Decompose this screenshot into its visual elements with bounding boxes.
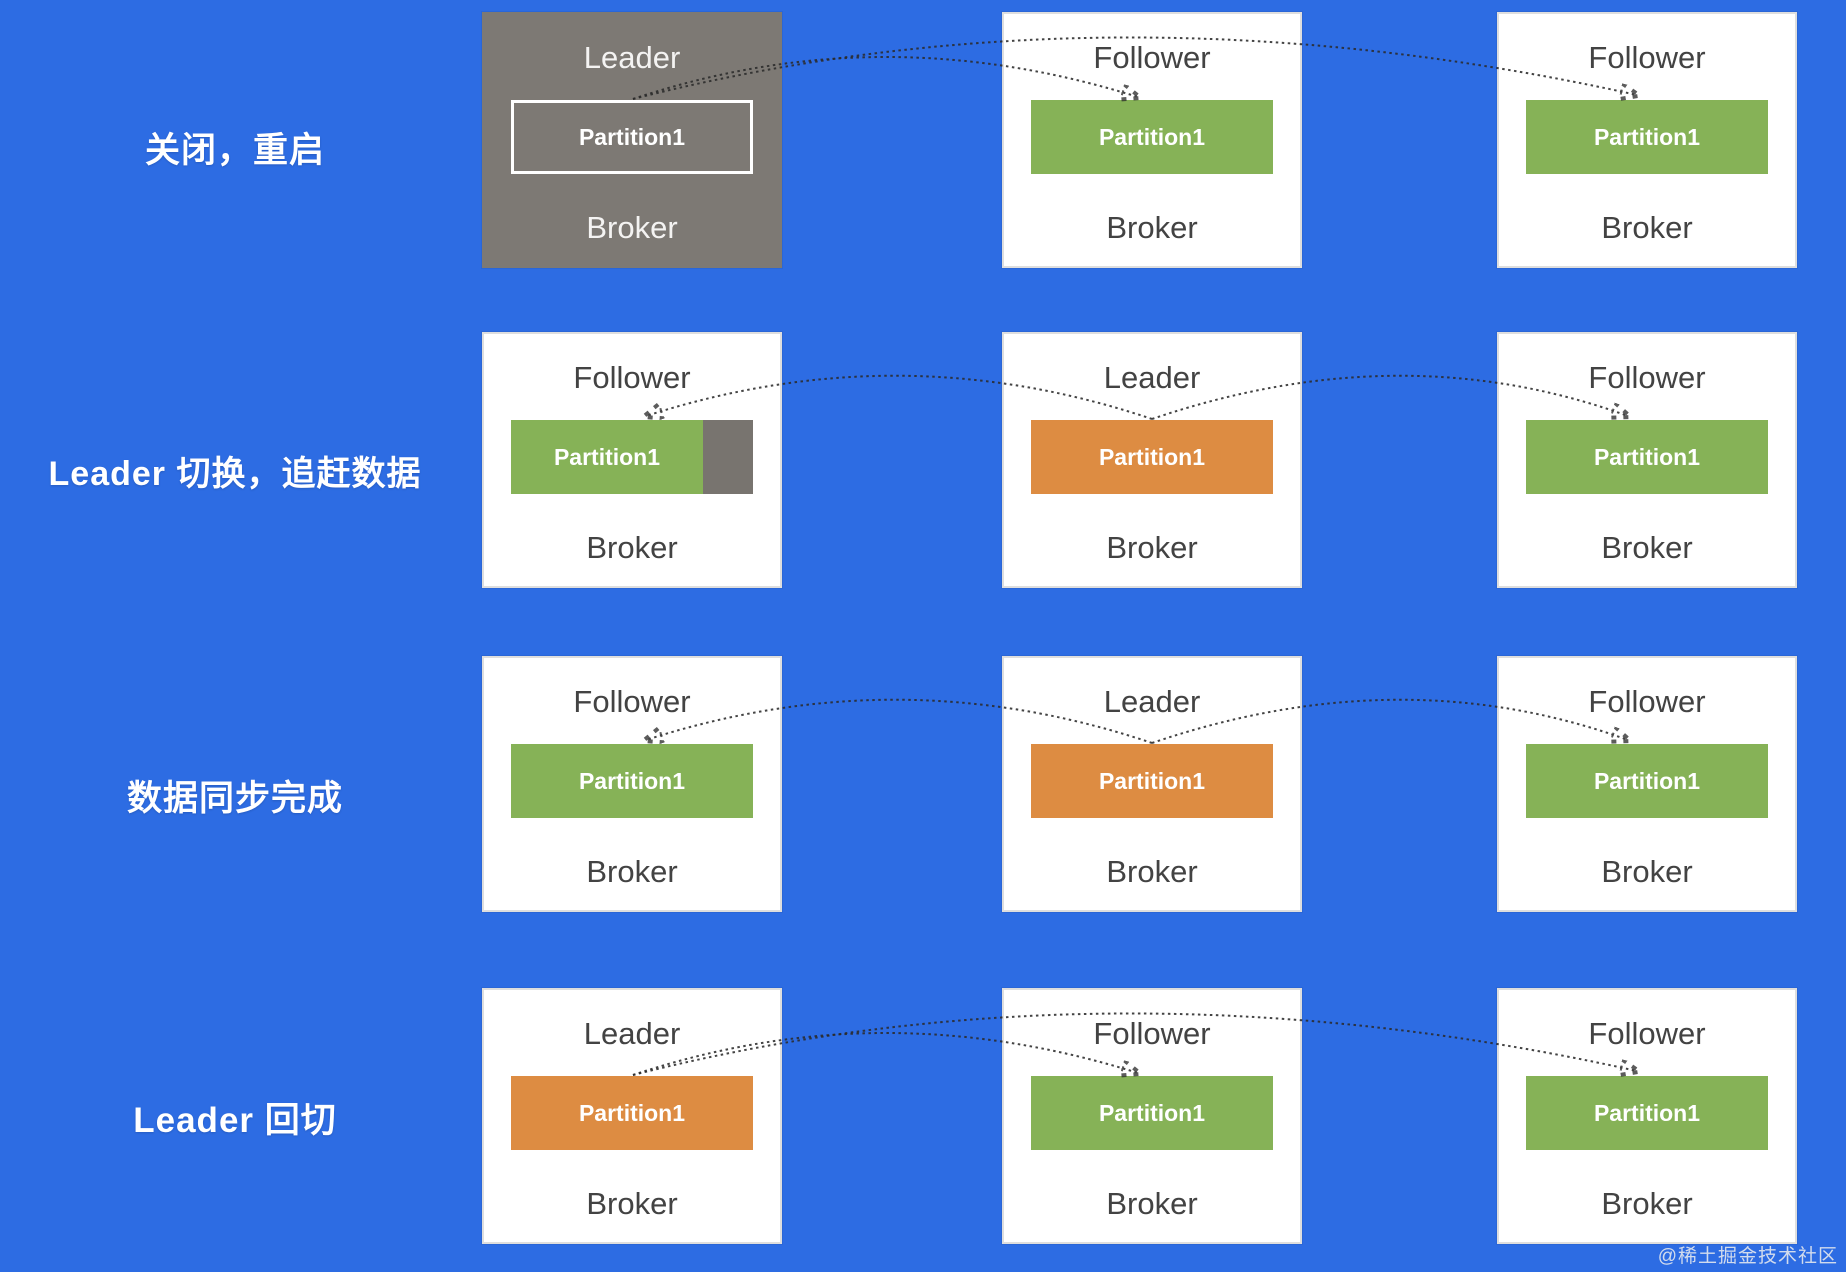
broker-box: Leader Partition1 Broker <box>1002 656 1302 912</box>
row-label-sync-complete: 数据同步完成 <box>126 779 343 818</box>
role-label: Leader <box>583 40 681 75</box>
broker-label: Broker <box>586 530 678 565</box>
role-label: Follower <box>573 360 691 395</box>
partition-bar: Partition1 <box>511 744 753 818</box>
broker-label: Broker <box>1106 530 1198 565</box>
partition-bar: Partition1 <box>1031 420 1273 494</box>
row-label-shutdown-restart: 关闭，重启 <box>144 131 325 170</box>
partition-bar: Partition1 <box>1526 1076 1768 1150</box>
partition-bar: Partition1 <box>1031 744 1273 818</box>
broker-label: Broker <box>1601 1186 1693 1221</box>
partition-bar: Partition1 <box>1031 1076 1273 1150</box>
broker-box: Follower Partition1 Broker <box>1497 12 1797 268</box>
partition-bar: Partition1 <box>1031 100 1273 174</box>
broker-label: Broker <box>1106 854 1198 889</box>
partition-synced-segment: Partition1 <box>553 443 661 470</box>
broker-label: Broker <box>1106 1186 1198 1221</box>
partition-bar: Partition1 <box>1526 420 1768 494</box>
broker-label: Broker <box>586 854 678 889</box>
role-label: Follower <box>1093 1016 1211 1051</box>
partition-bar: Partition1 <box>1526 744 1768 818</box>
broker-label: Broker <box>1601 854 1693 889</box>
broker-box: Follower Partition1 Broker <box>482 332 782 588</box>
role-label: Leader <box>1103 684 1201 719</box>
broker-box: Follower Partition1 Broker <box>1002 988 1302 1244</box>
row-label-leader-switch-back: Leader 回切 <box>133 1101 337 1140</box>
partition-bar: Partition1 <box>1526 100 1768 174</box>
role-label: Follower <box>1588 360 1706 395</box>
broker-label: Broker <box>586 210 678 245</box>
partition-bar-catching-up: Partition1 <box>511 420 753 494</box>
broker-box: Follower Partition1 Broker <box>1497 656 1797 912</box>
broker-box: Follower Partition1 Broker <box>1497 332 1797 588</box>
broker-label: Broker <box>586 1186 678 1221</box>
role-label: Follower <box>573 684 691 719</box>
broker-label: Broker <box>1601 210 1693 245</box>
role-label: Leader <box>583 1016 681 1051</box>
partition-bar: Partition1 <box>511 100 753 174</box>
role-label: Follower <box>1588 684 1706 719</box>
broker-label: Broker <box>1106 210 1198 245</box>
broker-box: Follower Partition1 Broker <box>1002 12 1302 268</box>
broker-box: Follower Partition1 Broker <box>482 656 782 912</box>
partition-bar: Partition1 <box>511 1076 753 1150</box>
row-label-leader-switch-catchup: Leader 切换，追赶数据 <box>48 455 422 493</box>
broker-label: Broker <box>1601 530 1693 565</box>
broker-box: Leader Partition1 Broker <box>1002 332 1302 588</box>
partition-missing-segment <box>703 420 753 494</box>
role-label: Leader <box>1103 360 1201 395</box>
broker-box: Leader Partition1 Broker <box>482 988 782 1244</box>
role-label: Follower <box>1588 40 1706 75</box>
role-label: Follower <box>1093 40 1211 75</box>
broker-box: Leader Partition1 Broker <box>482 12 782 268</box>
juejin-watermark: @稀土掘金技术社区 <box>1657 1246 1838 1267</box>
role-label: Follower <box>1588 1016 1706 1051</box>
broker-box: Follower Partition1 Broker <box>1497 988 1797 1244</box>
